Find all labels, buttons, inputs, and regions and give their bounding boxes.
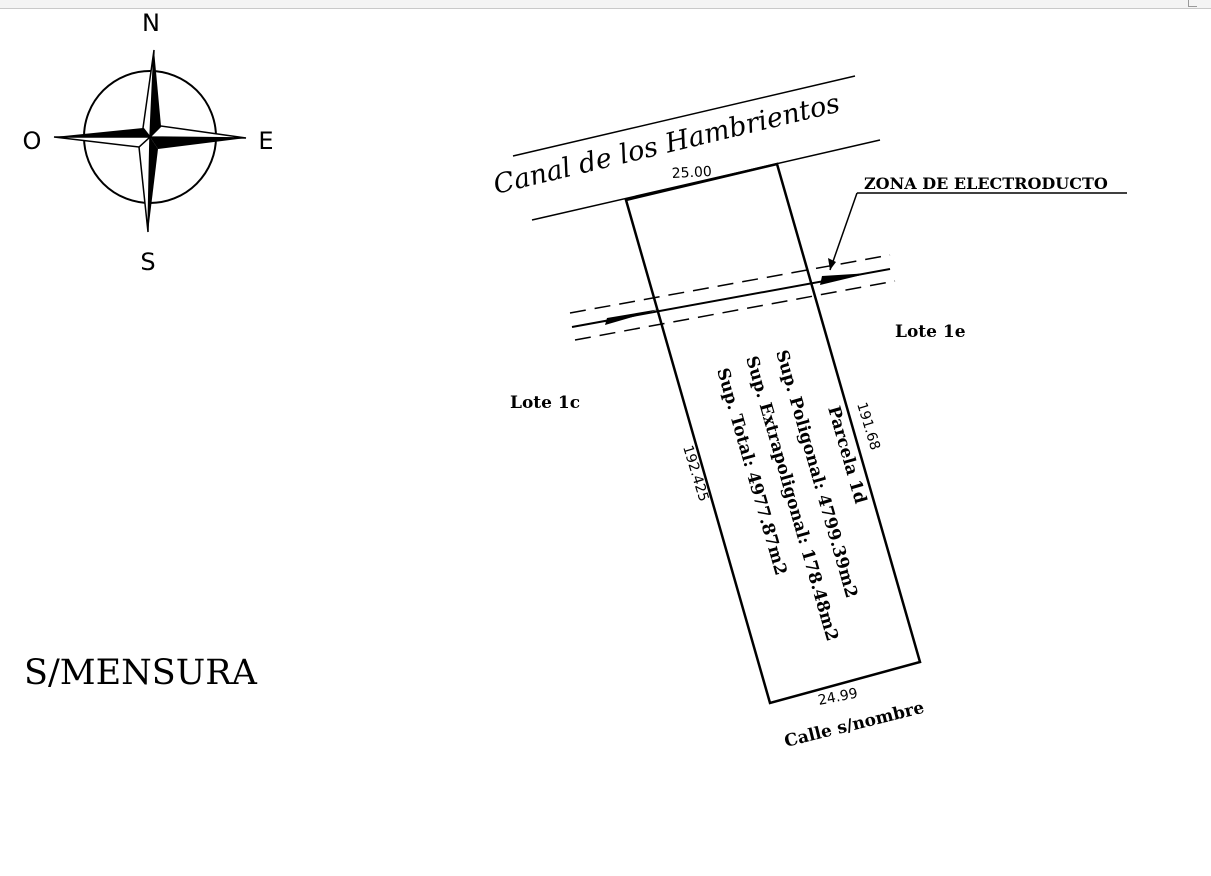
left-dimension: 192.425 bbox=[679, 443, 711, 503]
compass-rose: N E S O bbox=[23, 9, 274, 276]
arrow-right-icon bbox=[605, 309, 660, 325]
compass-south-label: S bbox=[140, 248, 155, 276]
compass-north-label: N bbox=[142, 9, 160, 37]
electroducto-zone: ZONA DE ELECTRODUCTO bbox=[569, 174, 1127, 341]
arrow-right-icon bbox=[820, 273, 870, 285]
electroducto-lower-line bbox=[574, 280, 896, 341]
electroducto-upper-line bbox=[569, 254, 891, 314]
back-dimension: 24.99 bbox=[817, 686, 859, 709]
mensura-stamp: S/MENSURA bbox=[24, 653, 258, 693]
resize-handle-icon bbox=[1188, 0, 1197, 7]
window-top-bar bbox=[0, 0, 1211, 9]
canal-name: Canal de los Hambrientos bbox=[490, 88, 842, 201]
electroducto-label: ZONA DE ELECTRODUCTO bbox=[864, 174, 1108, 193]
compass-west-label: O bbox=[23, 127, 42, 155]
compass-east-label: E bbox=[258, 127, 273, 155]
canal-upper-line bbox=[512, 75, 856, 157]
parcel-boundary bbox=[624, 162, 922, 705]
leader-line bbox=[829, 192, 858, 271]
front-dimension: 25.00 bbox=[671, 164, 712, 182]
leader-arrow-icon bbox=[828, 258, 836, 270]
neighbor-west-label: Lote 1c bbox=[510, 393, 580, 413]
compass-star-icon bbox=[53, 49, 247, 233]
neighbor-east-label: Lote 1e bbox=[895, 322, 966, 342]
street-name: Calle s/nombre bbox=[782, 698, 926, 752]
